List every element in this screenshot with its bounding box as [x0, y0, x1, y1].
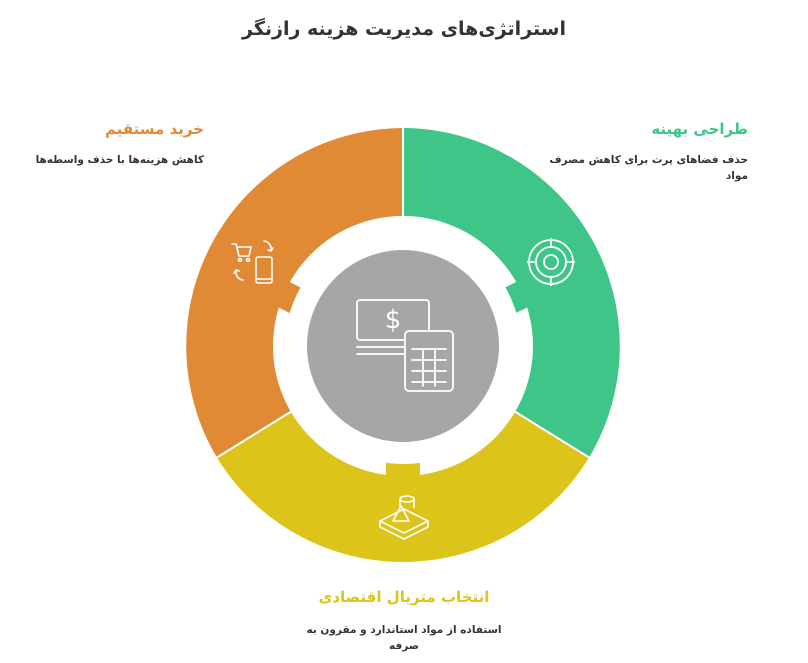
- materials-title: انتخاب متریال اقتصادی: [318, 588, 490, 606]
- target-icon: [527, 238, 575, 286]
- shapes-tray-icon: [379, 495, 429, 540]
- label-materials: انتخاب متریال اقتصادی استفاده از مواد اس…: [290, 588, 518, 654]
- label-direct-purchase: خرید مستقیم کاهش هزینه‌ها با حذف واسطه‌ه…: [24, 120, 204, 168]
- materials-description: استفاده از مواد استاندارد و مقرون به صرف…: [306, 624, 502, 652]
- direct-purchase-description: کاهش هزینه‌ها با حذف واسطه‌ها: [35, 154, 204, 166]
- center-circle: [307, 250, 499, 442]
- segment-direct-purchase: [186, 128, 403, 458]
- money-calculator-icon: $: [356, 299, 454, 392]
- design-title: طراحی بهینه: [651, 120, 748, 138]
- segment-design: [403, 128, 620, 458]
- svg-text:$: $: [385, 305, 402, 335]
- diagram-title: استراتژی‌های مدیریت هزینه رازنگر: [242, 18, 566, 40]
- design-description: حذف فضاهای پرت برای کاهش مصرف مواد: [549, 154, 748, 182]
- cart-phone-exchange-icon: [231, 240, 274, 284]
- direct-purchase-title: خرید مستقیم: [104, 120, 204, 138]
- segment-materials: [216, 411, 590, 562]
- label-design: طراحی بهینه حذف فضاهای پرت برای کاهش مصر…: [548, 120, 748, 184]
